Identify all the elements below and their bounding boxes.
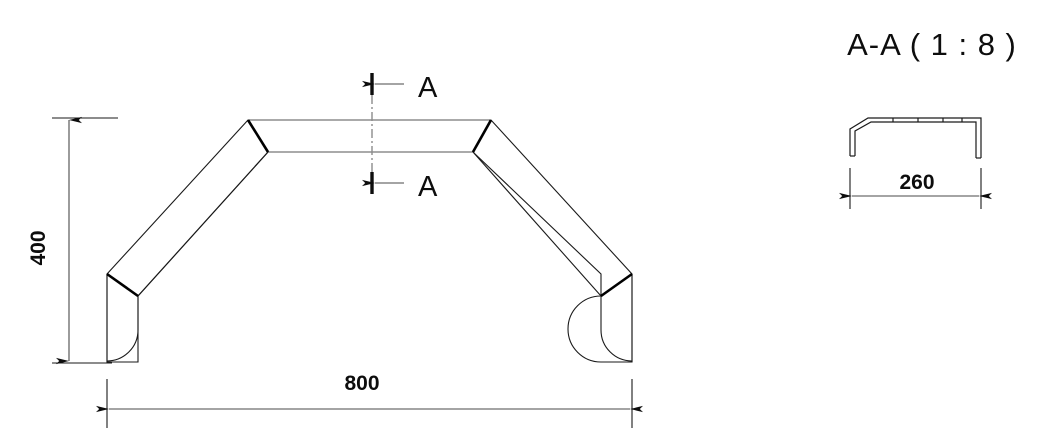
section-marker-top: A	[362, 72, 438, 104]
section-profile-outer	[849, 117, 982, 158]
right-leg-inner-edge	[472, 151, 602, 297]
section-view-title: A-A ( 1 : 8 )	[847, 27, 1017, 62]
section-dim-text: 260	[899, 171, 934, 194]
main-view-geometry	[106, 119, 633, 363]
bend-line-top-right	[471, 119, 493, 153]
section-label-top: A	[418, 72, 438, 104]
height-dim-text: 400	[27, 230, 50, 265]
bend-line-top-left	[246, 119, 270, 153]
part-outline	[106, 119, 633, 363]
section-profile-inner	[854, 121, 977, 158]
bend-line-foot-left	[106, 272, 139, 298]
section-label-bottom: A	[418, 171, 438, 203]
bend-line-foot-right	[600, 272, 633, 298]
width-dim-text: 800	[344, 372, 379, 395]
dimension-height-400: 400	[27, 116, 118, 365]
right-foot-radius	[600, 329, 633, 362]
section-marker-bottom: A	[362, 171, 438, 203]
dimension-section-width-260: 260	[839, 168, 992, 209]
dimension-width-800: 800	[96, 372, 643, 428]
left-leg-inner-edge	[137, 151, 269, 297]
section-view-geometry	[849, 117, 982, 159]
left-foot-radius	[106, 329, 139, 362]
